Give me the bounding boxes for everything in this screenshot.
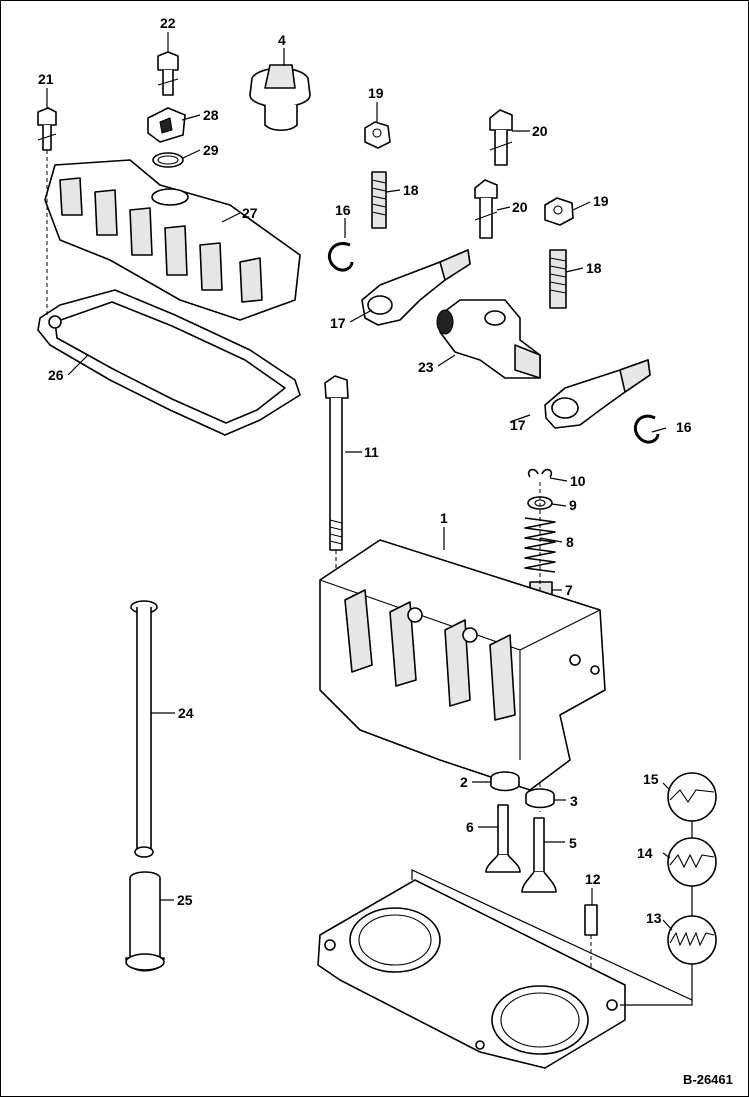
callout-25: 27 [242,205,258,221]
valve-cover-gasket [37,289,301,436]
callout-28: 28 [203,107,219,123]
o-ring-29 [152,152,184,168]
valve-6 [485,804,521,873]
valve-seat-3 [525,788,555,809]
callout-7: 7 [565,582,573,598]
screw-26 [37,107,57,318]
callout-15: 15 [643,771,659,787]
reference-code: B-26461 [683,1072,733,1087]
callout-26: 21 [38,71,54,87]
callout-29: 29 [203,142,219,158]
callout-5: 5 [569,835,577,851]
callout-17a: 17 [330,315,346,331]
callout-24: 26 [48,367,64,383]
callout-20b: 20 [512,199,528,215]
callout-20a: 20 [532,123,548,139]
retainer-clip-16b [633,414,660,444]
callout-18b: 18 [586,260,602,276]
cylinder-head-1 [319,539,606,791]
gasket-id-circle-15 [667,772,717,822]
screw-27 [157,51,179,96]
callout-12: 12 [585,871,601,887]
head-gasket [317,879,626,1069]
valve-keeper-10 [527,468,553,478]
rocker-arm-17b [544,359,651,429]
callout-3: 3 [570,793,578,809]
callout-14: 14 [637,845,653,861]
cap-28 [147,107,186,143]
rocker-shaft-21 [436,299,541,379]
callout-18a: 18 [403,182,419,198]
adjuster-screw-18a [371,171,387,229]
valve-seat-2 [490,771,520,792]
rocker-arm-17a [361,249,471,326]
retainer-clip-16a [328,242,354,272]
callout-16b: 16 [676,419,692,435]
callout-17b: 17 [510,417,526,433]
callout-4: 4 [278,32,286,48]
callout-16a: 16 [335,202,351,218]
callout-2: 2 [460,774,468,790]
tappet-23 [125,871,165,972]
callout-23: 25 [177,892,193,908]
callout-21: 23 [418,359,434,375]
callout-19a: 19 [368,85,384,101]
gasket-id-circle-14 [667,837,717,887]
push-rod-22 [130,600,158,858]
callout-13: 13 [646,910,662,926]
bolt-20a [489,109,513,166]
valve-5 [521,817,557,893]
callout-19b: 19 [593,193,609,209]
callout-27: 22 [160,15,176,31]
bolt-20b [474,179,498,239]
callout-1: 1 [440,510,448,526]
callout-10: 10 [570,473,586,489]
oil-filler-cap-4 [249,64,311,132]
callout-6: 6 [466,819,474,835]
callout-labels: 22 4 21 19 28 20 29 18 19 20 16 27 18 17… [38,15,692,926]
callout-9: 9 [569,497,577,513]
dowel-pin-12 [584,904,598,995]
valve-cover [44,159,301,321]
leader-lines [46,32,673,931]
gasket-id-circle-13 [667,915,717,965]
callout-11: 11 [364,444,379,460]
adjuster-screw-18b [549,249,567,309]
nut-19a [364,121,391,149]
nut-19b [544,197,574,226]
callout-22: 24 [178,705,194,721]
callout-8: 8 [566,534,574,550]
